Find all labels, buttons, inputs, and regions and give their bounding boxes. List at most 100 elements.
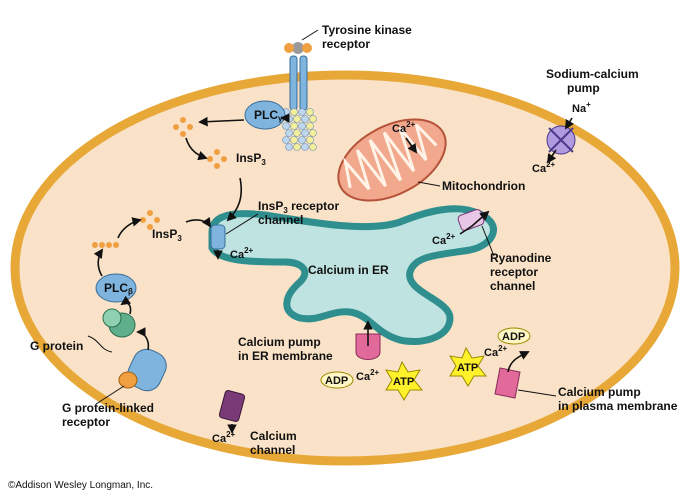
label-na: Na+ bbox=[572, 100, 591, 115]
leader-gpl-receptor bbox=[95, 385, 125, 405]
kinase-bead bbox=[285, 129, 293, 137]
label-ca-plasma-pump: Ca2+ bbox=[484, 344, 508, 359]
receptor-stalk bbox=[289, 55, 298, 111]
g-protein-subunit bbox=[102, 308, 122, 328]
plc-gamma-enzyme: PLCγ bbox=[244, 100, 286, 130]
arrow-gprotein-to-plcbeta bbox=[120, 295, 132, 315]
arrow-na-in bbox=[565, 117, 575, 130]
kinase-bead bbox=[298, 136, 306, 144]
label-calcium-in-er: Calcium in ER bbox=[308, 263, 389, 277]
label-g-protein: G protein bbox=[30, 339, 83, 353]
leader-lines bbox=[87, 29, 557, 405]
atp-label: ATP bbox=[457, 362, 478, 374]
plc-beta-enzyme: PLCβ bbox=[95, 273, 137, 303]
arrow-lipid-to-insp3 bbox=[117, 217, 142, 239]
label-insp3-receptor-channel: InsP3 receptor channel bbox=[258, 199, 343, 227]
leader-tyrosine bbox=[301, 29, 319, 41]
plc-beta-label: PLCβ bbox=[104, 281, 133, 296]
adp-er: ADP bbox=[320, 371, 354, 389]
atp-star bbox=[449, 346, 488, 387]
arrow-ca-into-mito bbox=[405, 137, 418, 154]
adp-label: ADP bbox=[502, 331, 525, 343]
leader-insp3-receptor bbox=[225, 213, 259, 235]
kinase-bead bbox=[290, 136, 298, 144]
copyright-footer: ©Addison Wesley Longman, Inc. bbox=[8, 480, 154, 491]
kinase-bead bbox=[309, 129, 317, 137]
insp3-molecule bbox=[173, 117, 193, 137]
label-ca-ryanodine: Ca2+ bbox=[432, 232, 456, 247]
arrow-receptor-to-gprotein bbox=[136, 327, 150, 351]
pathway-arrows bbox=[93, 113, 575, 434]
label-ca-channel: Ca2+ bbox=[212, 430, 236, 445]
arrow-pip2-to-insp3 bbox=[185, 137, 208, 161]
label-g-protein-linked-receptor: G protein-linked receptor bbox=[62, 401, 157, 429]
label-ca-er-pump: Ca2+ bbox=[356, 368, 380, 383]
label-calcium-pump-plasma: Calcium pump in plasma membrane bbox=[558, 385, 678, 413]
membrane-lipid bbox=[92, 242, 119, 248]
receptor-stalk bbox=[299, 55, 308, 111]
arrow-insp3-to-receptor bbox=[226, 177, 243, 222]
insp3-receptor-channel bbox=[210, 224, 226, 250]
kinase-bead bbox=[309, 143, 317, 151]
kinase-bead bbox=[306, 108, 314, 116]
leader-g-protein bbox=[87, 335, 113, 353]
kinase-domain bbox=[282, 108, 317, 151]
kinase-bead bbox=[293, 115, 301, 123]
label-ryanodine-receptor-channel: Ryanodine receptor channel bbox=[490, 251, 555, 293]
label-tyrosine-kinase-receptor: Tyrosine kinase receptor bbox=[322, 23, 415, 51]
arrow-ca-from-ryanodine bbox=[459, 210, 490, 235]
label-calcium-pump-er: Calcium pump in ER membrane bbox=[238, 335, 333, 363]
leader-plasma-pump bbox=[517, 389, 557, 397]
labels: Tyrosine kinase receptor Sodium-calcium … bbox=[30, 23, 678, 457]
calcium-channel bbox=[218, 390, 246, 422]
er-membrane bbox=[208, 205, 497, 346]
arrow-ca-out-pump bbox=[546, 149, 557, 164]
leader-ryanodine bbox=[481, 225, 495, 257]
label-mitochondrion: Mitochondrion bbox=[442, 179, 525, 193]
receptor-ligand bbox=[284, 43, 294, 53]
label-ca-insp3: Ca2+ bbox=[230, 246, 254, 261]
label-insp3-top: InsP3 bbox=[236, 151, 266, 167]
er-pump-body bbox=[355, 333, 381, 360]
mitochondrion-cristae bbox=[343, 123, 438, 191]
plc-beta-body bbox=[95, 273, 137, 303]
kinase-bead bbox=[293, 143, 301, 151]
insp3-molecule bbox=[140, 210, 160, 230]
pump-cross bbox=[548, 127, 574, 153]
plasma-calcium-pump bbox=[494, 367, 521, 399]
kinase-bead bbox=[285, 143, 293, 151]
plasma-pump-body bbox=[494, 367, 521, 399]
arrow-plasma-pump-out bbox=[507, 351, 530, 373]
leader-mitochondrion bbox=[417, 181, 441, 187]
label-sodium-calcium-pump: Sodium-calcium pump bbox=[546, 67, 642, 95]
kinase-bead bbox=[282, 136, 290, 144]
label-ca-pump: Ca2+ bbox=[532, 160, 556, 175]
arrow-plc-to-pip2 bbox=[198, 116, 245, 127]
insp3-channel-body bbox=[210, 224, 226, 250]
sodium-calcium-pump bbox=[546, 125, 576, 155]
kinase-bead bbox=[298, 108, 306, 116]
kinase-bead bbox=[285, 115, 293, 123]
arrow-insp3-to-er bbox=[185, 216, 212, 228]
kinase-bead bbox=[290, 108, 298, 116]
label-ca-mito: Ca2+ bbox=[392, 120, 416, 135]
kinase-bead bbox=[282, 122, 290, 130]
arrow-plcbeta-to-lipid bbox=[93, 248, 104, 277]
insp3-molecule bbox=[207, 149, 227, 169]
atp-burst-er: ATP bbox=[385, 360, 424, 401]
endoplasmic-reticulum bbox=[208, 205, 497, 346]
g-protein bbox=[102, 308, 136, 338]
label-insp3-left: InsP3 bbox=[152, 227, 182, 243]
kinase-bead bbox=[293, 129, 301, 137]
mitochondrion bbox=[337, 118, 447, 202]
atp-burst-plasma: ATP bbox=[449, 346, 488, 387]
er-calcium-pump bbox=[355, 333, 381, 360]
kinase-bead bbox=[306, 136, 314, 144]
calcium-channel-body bbox=[218, 390, 246, 422]
receptor-ligand bbox=[302, 43, 312, 53]
kinase-bead bbox=[290, 122, 298, 130]
label-calcium-channel: Calcium channel bbox=[250, 429, 300, 457]
kinase-bead bbox=[301, 115, 309, 123]
